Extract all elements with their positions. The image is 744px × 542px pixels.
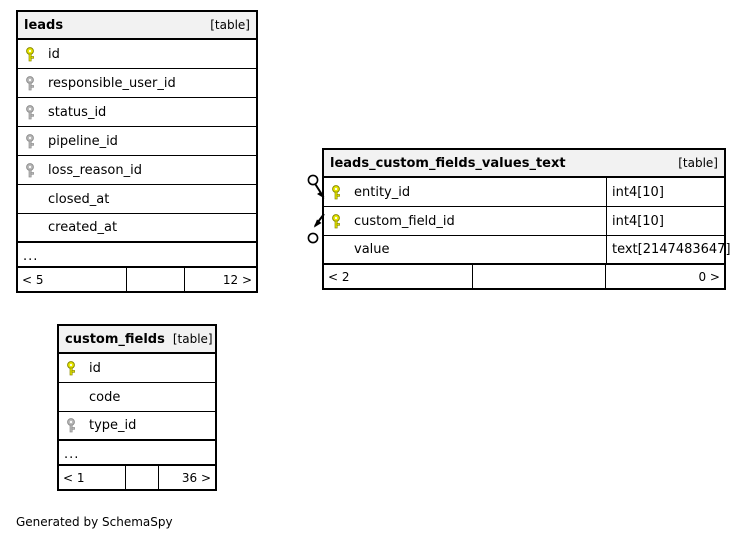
column-cell: code — [59, 383, 215, 411]
cardinality-circle-zero — [307, 174, 319, 186]
outgoing-relations-count[interactable]: 36 > — [181, 470, 211, 485]
table-row[interactable]: responsible_user_id — [18, 69, 256, 98]
column-name: type_id — [89, 418, 137, 433]
column-cell: entity_id — [324, 178, 606, 206]
column-name: code — [89, 389, 121, 405]
entity-type-tag: [table] — [210, 18, 250, 32]
table-row[interactable]: created_at — [18, 214, 256, 243]
footer-middle-cell — [125, 466, 159, 489]
primary-key-icon — [332, 213, 354, 229]
column-cell: loss_reason_id — [18, 156, 256, 184]
column-name: id — [48, 46, 60, 62]
table-row[interactable]: closed_at — [18, 185, 256, 214]
column-cell: status_id — [18, 98, 256, 126]
table-row[interactable]: status_id — [18, 98, 256, 127]
column-cell: responsible_user_id — [18, 69, 256, 97]
entity-footer: < 5 12 > — [18, 268, 256, 291]
incoming-relations-count[interactable]: < 2 — [328, 269, 350, 284]
entity-header: leads_custom_fields_values_text [table] — [324, 150, 724, 178]
column-cell: id — [59, 354, 215, 382]
incoming-relations-count[interactable]: < 1 — [63, 470, 85, 485]
entity-title: leads — [24, 17, 64, 33]
entity-custom-fields[interactable]: custom_fields [table] id code — [57, 324, 217, 491]
primary-key-icon — [67, 360, 89, 376]
table-row[interactable]: custom_field_id int4[10] — [324, 207, 724, 236]
column-name: responsible_user_id — [48, 75, 176, 91]
more-columns-row: ... — [59, 441, 215, 466]
entity-footer: < 2 0 > — [324, 265, 724, 288]
column-cell: pipeline_id — [18, 127, 256, 155]
table-row[interactable]: pipeline_id — [18, 127, 256, 156]
entity-title: leads_custom_fields_values_text — [330, 155, 566, 171]
column-type: int4[10] — [606, 207, 724, 235]
outgoing-relations-count[interactable]: 0 > — [698, 269, 720, 284]
more-columns-row: ... — [18, 243, 256, 268]
entity-header: custom_fields [table] — [59, 326, 215, 354]
column-cell: created_at — [18, 214, 256, 241]
column-cell: custom_field_id — [324, 207, 606, 235]
entity-leads[interactable]: leads [table] id — [16, 10, 258, 293]
table-row[interactable]: value text[2147483647] — [324, 236, 731, 265]
column-type: int4[10] — [606, 178, 724, 206]
foreign-key-icon — [26, 133, 48, 149]
primary-key-icon — [332, 184, 354, 200]
column-name: value — [354, 242, 390, 257]
table-row[interactable]: id — [59, 354, 215, 383]
column-name: status_id — [48, 104, 107, 120]
primary-key-icon — [26, 46, 48, 62]
table-row[interactable]: entity_id int4[10] — [324, 178, 724, 207]
column-name: created_at — [48, 220, 118, 235]
relationship-connectors — [302, 164, 342, 250]
ellipsis-label: ... — [64, 447, 80, 462]
entity-title: custom_fields — [65, 331, 165, 347]
outgoing-relations-count[interactable]: 12 > — [222, 272, 252, 287]
column-cell: id — [18, 40, 256, 68]
column-cell: closed_at — [18, 185, 256, 213]
column-name: custom_field_id — [354, 213, 455, 229]
column-name: entity_id — [354, 184, 411, 200]
footer-middle-cell — [126, 268, 185, 291]
footer-middle-cell — [472, 265, 606, 288]
cardinality-circle-zero — [307, 232, 319, 244]
foreign-key-icon — [26, 104, 48, 120]
incoming-relations-count[interactable]: < 5 — [22, 272, 44, 287]
table-row[interactable]: loss_reason_id — [18, 156, 256, 185]
ellipsis-label: ... — [23, 249, 39, 264]
entity-footer: < 1 36 > — [59, 466, 215, 489]
column-type: text[2147483647] — [606, 236, 731, 263]
entity-type-tag: [table] — [172, 332, 213, 346]
column-name: pipeline_id — [48, 133, 118, 149]
column-name: closed_at — [48, 191, 110, 207]
table-row[interactable]: type_id — [59, 412, 215, 441]
column-cell: value — [324, 236, 606, 263]
table-row[interactable]: code — [59, 383, 215, 412]
entity-leads-custom-fields-values-text[interactable]: leads_custom_fields_values_text [table] … — [322, 148, 731, 290]
foreign-key-icon — [67, 418, 89, 433]
column-name: loss_reason_id — [48, 162, 142, 178]
entity-type-tag: [table] — [678, 156, 718, 170]
foreign-key-icon — [26, 75, 48, 91]
column-cell: type_id — [59, 412, 215, 439]
entity-header: leads [table] — [18, 12, 256, 40]
foreign-key-icon — [26, 162, 48, 178]
table-row[interactable]: id — [18, 40, 256, 69]
generated-by-caption: Generated by SchemaSpy — [16, 515, 173, 529]
column-name: id — [89, 360, 101, 376]
